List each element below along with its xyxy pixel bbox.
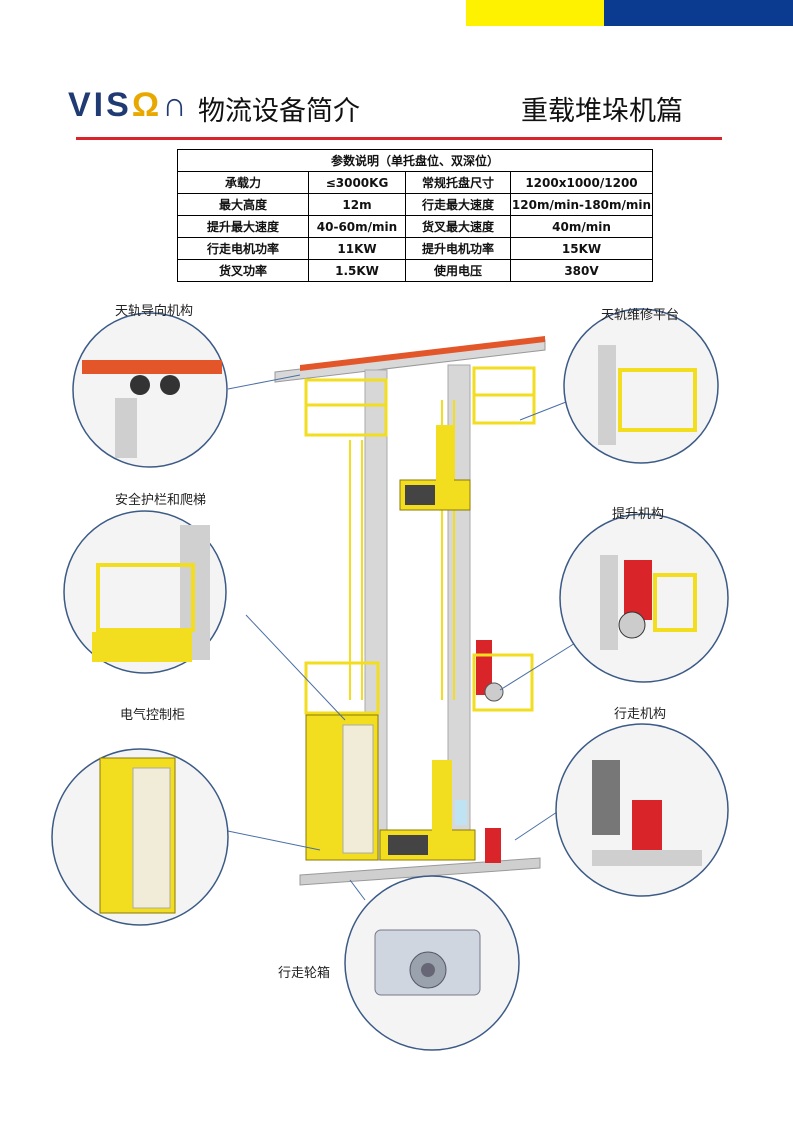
detail-circle-cabinet — [51, 748, 229, 926]
top-bar-yellow — [466, 0, 604, 26]
table-cell: 1.5KW — [308, 259, 406, 282]
top-platform-left — [304, 378, 388, 437]
table-row: 货叉功率 1.5KW 使用电压 380V — [177, 259, 653, 282]
callout-travel: 行走机构 — [614, 707, 667, 722]
table-cell: 12m — [308, 193, 406, 216]
callout-rail-guide: 天轨导向机构 — [115, 304, 194, 319]
detail-circle-rail-platform — [563, 308, 719, 464]
table-cell: ≤3000KG — [308, 171, 406, 194]
table-title: 参数说明（单托盘位、双深位） — [177, 149, 653, 172]
table-cell: 最大高度 — [177, 193, 309, 216]
table-cell: 货叉功率 — [177, 259, 309, 282]
callout-lift: 提升机构 — [612, 507, 665, 522]
section-title: 重载堆垛机篇 — [521, 96, 683, 127]
callout-cabinet: 电气控制柜 — [120, 708, 186, 723]
callout-guardrail: 安全护栏和爬梯 — [115, 493, 207, 508]
table-cell: 15KW — [510, 237, 653, 260]
table-cell: 行走最大速度 — [405, 193, 511, 216]
header-divider — [76, 137, 722, 140]
callout-wheelbox: 行走轮箱 — [278, 966, 331, 981]
electrical-cabinet — [304, 661, 380, 861]
table-row: 提升最大速度 40-60m/min 货叉最大速度 40m/min — [177, 215, 653, 238]
upper-carriage — [399, 425, 471, 511]
table-row: 最大高度 12m 行走最大速度 120m/min-180m/min — [177, 193, 653, 216]
parameter-table: 参数说明（单托盘位、双深位） 承载力 ≤3000KG 常规托盘尺寸 1200x1… — [177, 149, 653, 282]
table-cell: 常规托盘尺寸 — [405, 171, 511, 194]
table-cell: 货叉最大速度 — [405, 215, 511, 238]
top-rail — [274, 336, 546, 383]
top-platform-right — [472, 366, 536, 425]
detail-circle-travel — [555, 723, 729, 897]
detail-circle-lift — [559, 513, 729, 683]
table-cell: 40-60m/min — [308, 215, 406, 238]
table-title-row: 参数说明（单托盘位、双深位） — [177, 149, 653, 172]
detail-circle-rail-guide — [72, 312, 228, 468]
callout-rail-platform: 天轨维修平台 — [601, 308, 680, 323]
table-cell: 380V — [510, 259, 653, 282]
lower-carriage — [379, 760, 476, 861]
top-bar-blue — [604, 0, 793, 26]
detail-circle-guardrail — [63, 510, 227, 674]
travel-base — [299, 828, 541, 886]
callout-lines — [222, 374, 581, 901]
company-logo: VISΩ∩ — [68, 86, 190, 124]
detail-circle-wheelbox — [344, 875, 520, 1051]
table-row: 行走电机功率 11KW 提升电机功率 15KW — [177, 237, 653, 260]
page-subtitle: 物流设备简介 — [198, 96, 360, 127]
table-cell: 使用电压 — [405, 259, 511, 282]
lift-mechanism — [472, 640, 534, 712]
